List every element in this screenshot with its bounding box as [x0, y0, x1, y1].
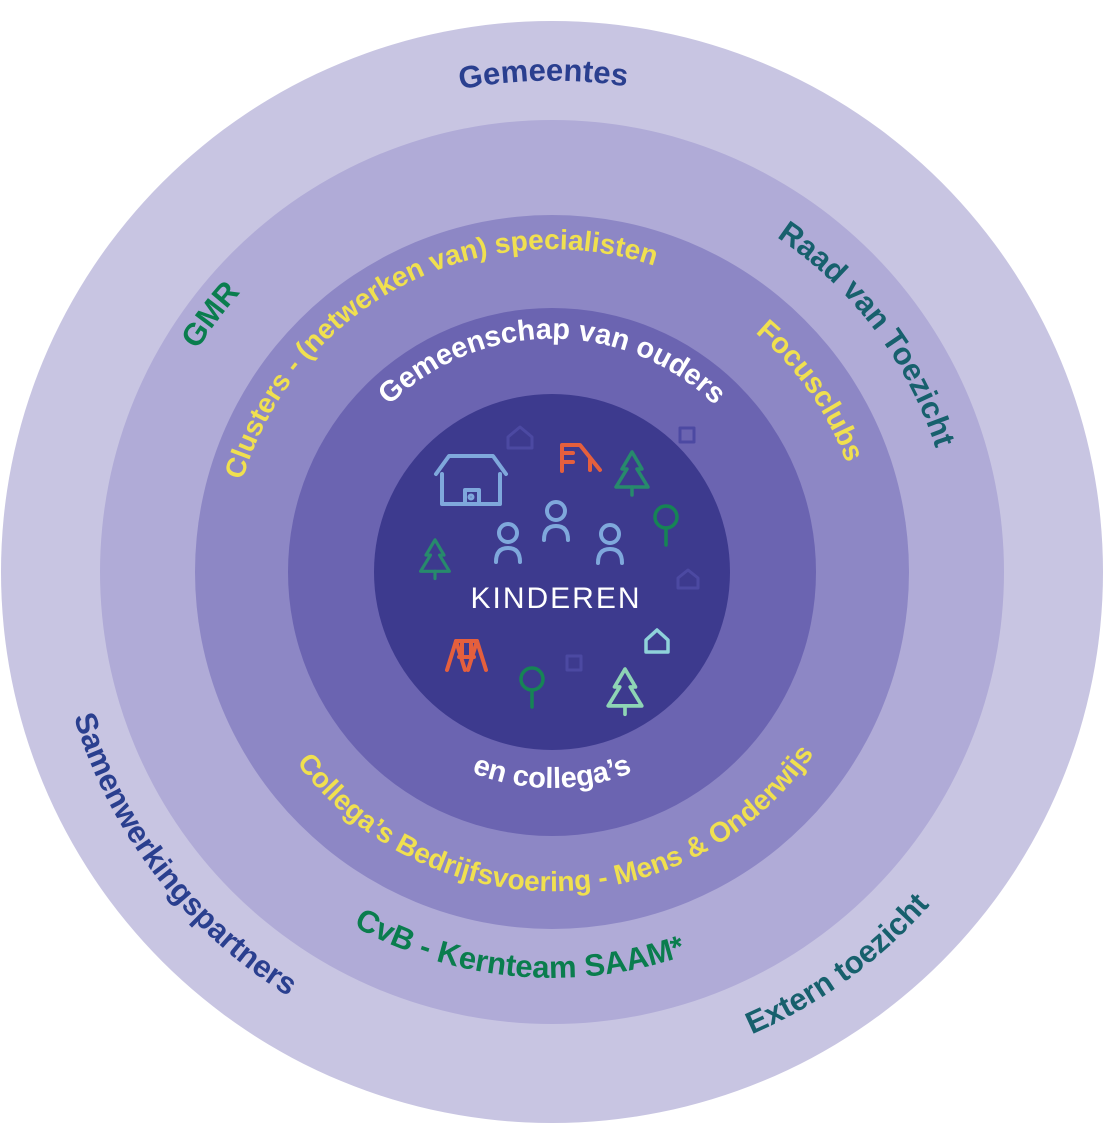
slide-icon — [560, 443, 602, 473]
center-icons — [419, 425, 700, 717]
house-icon — [434, 454, 508, 506]
small-house-icon — [644, 628, 670, 654]
faint-house-icon — [676, 568, 700, 590]
faint-house-icon — [506, 425, 534, 450]
swing-icon — [445, 639, 488, 672]
faint-square-icon — [565, 654, 583, 672]
label-kinderen: KINDEREN — [470, 582, 641, 615]
faint-square-icon — [678, 426, 696, 444]
